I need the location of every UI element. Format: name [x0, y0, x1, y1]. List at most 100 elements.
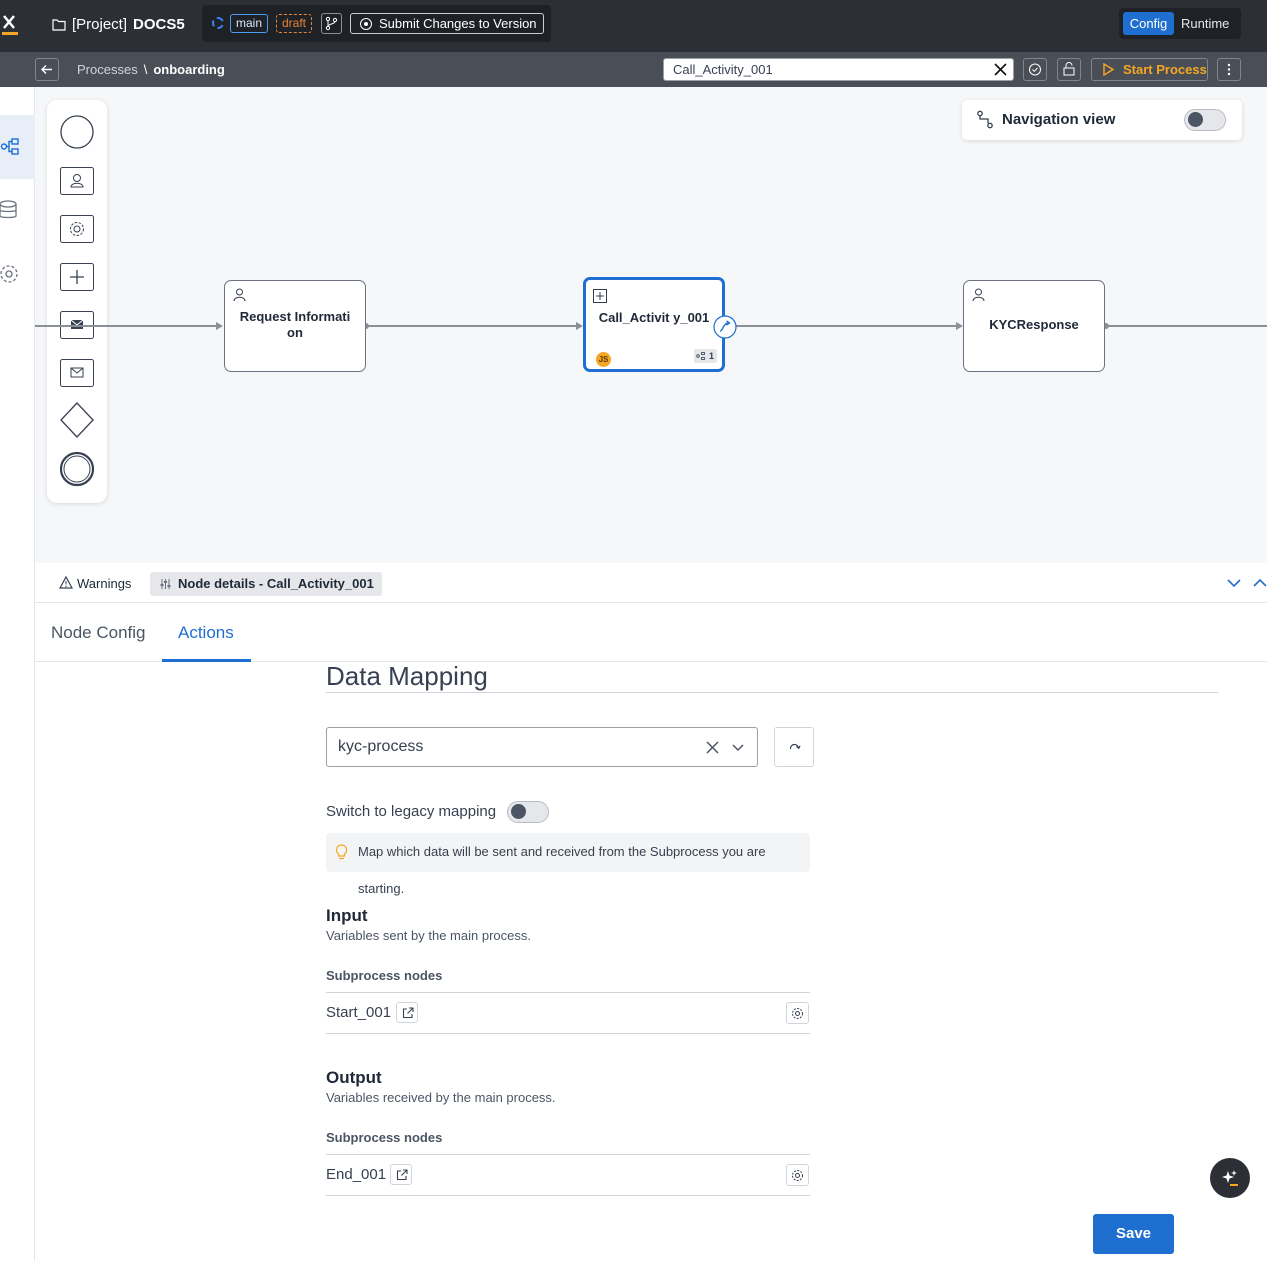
ai-assistant-button[interactable] [1210, 1158, 1250, 1198]
clear-search-icon[interactable] [993, 62, 1008, 77]
mode-switch: Config Runtime [1119, 8, 1241, 39]
process-flow-icon [0, 138, 19, 155]
process-toolbar: Processes\onboarding Call_Activity_001 S… [0, 52, 1267, 87]
breadcrumb-separator: \ [143, 62, 148, 77]
node-kyc-response[interactable]: KYCResponse [963, 280, 1105, 372]
branch-button[interactable] [321, 13, 342, 34]
record-icon [360, 18, 372, 30]
breadcrumb-processes[interactable]: Processes [77, 62, 138, 77]
validate-button[interactable] [1023, 58, 1047, 81]
more-options-button[interactable] [1217, 58, 1241, 81]
submit-label: Submit Changes to Version [379, 16, 537, 31]
chevron-down-icon[interactable] [1226, 577, 1242, 589]
flow-origin-dot [363, 323, 369, 329]
connect-handle-icon[interactable] [713, 315, 737, 339]
start-event-icon[interactable] [60, 114, 94, 150]
sync-spinner-icon [212, 17, 224, 29]
node-request-information[interactable]: Request Informati on [224, 280, 366, 372]
top-bar: [Project] DOCS5 main draft Submit Change… [0, 0, 1267, 52]
warning-triangle-icon [59, 576, 73, 589]
arrow-left-icon [41, 65, 52, 74]
more-vertical-icon [1227, 63, 1231, 76]
project-prefix: [Project] [72, 16, 128, 33]
input-section-subtitle: Variables sent by the main process. [326, 928, 531, 943]
service-task-icon[interactable] [60, 215, 94, 243]
subprocess-select[interactable]: kyc-process [326, 727, 758, 767]
project-title[interactable]: [Project] DOCS5 [52, 16, 185, 33]
node-search-value: Call_Activity_001 [673, 62, 773, 77]
submit-changes-button[interactable]: Submit Changes to Version [350, 13, 544, 34]
details-panel-header: Warnings Node details - Call_Activity_00… [35, 563, 1267, 603]
output-section-title: Output [326, 1068, 382, 1087]
chevron-down-icon[interactable] [731, 742, 745, 753]
element-palette [47, 100, 107, 503]
open-node-button[interactable] [390, 1164, 412, 1185]
subprocess-count-badge: 1 [694, 349, 717, 363]
divider [326, 1195, 810, 1196]
settings-gear-icon[interactable] [0, 264, 20, 284]
data-mapping-title: Data Mapping [326, 661, 488, 691]
gateway-icon[interactable] [60, 402, 94, 438]
tab-actions[interactable]: Actions [178, 623, 234, 642]
open-node-button[interactable] [396, 1002, 418, 1023]
unlock-button[interactable] [1057, 58, 1081, 81]
clear-selection-icon[interactable] [706, 741, 719, 754]
mode-runtime-button[interactable]: Runtime [1181, 16, 1230, 31]
navigation-view-label: Navigation view [1002, 111, 1116, 128]
git-branch-icon [325, 16, 338, 31]
flow-arrowhead [956, 322, 963, 330]
play-icon [1103, 63, 1115, 76]
node-details-tab[interactable]: Node details - Call_Activity_001 [150, 572, 382, 596]
flow-arrowhead [216, 322, 223, 330]
database-icon[interactable] [0, 200, 20, 220]
end-event-icon[interactable] [60, 451, 94, 487]
start-process-button[interactable]: Start Process [1091, 58, 1208, 81]
legacy-mapping-toggle[interactable] [507, 801, 549, 823]
subprocess-icon[interactable] [60, 263, 94, 291]
node-label: Request Informati on [239, 309, 351, 340]
script-js-badge: JS [596, 352, 611, 367]
refresh-button[interactable] [774, 727, 814, 767]
subprocess-select-value: kyc-process [338, 738, 424, 755]
lock-icon [1063, 62, 1075, 76]
back-button[interactable] [35, 58, 59, 81]
node-call-activity[interactable]: Call_Activit y_001 JS 1 [583, 277, 737, 372]
branch-badge[interactable]: main [230, 14, 269, 33]
sequence-flow[interactable] [365, 325, 576, 327]
warnings-tab[interactable]: Warnings [59, 576, 131, 591]
warnings-label: Warnings [77, 576, 132, 591]
process-canvas[interactable]: Navigation view Request Informati on Cal… [35, 87, 1267, 563]
flow-nodes-icon [696, 352, 705, 360]
divider [326, 1033, 810, 1034]
branch-panel: main draft Submit Changes to Version [202, 5, 551, 42]
check-circle-icon [1029, 63, 1041, 76]
sliders-icon [160, 579, 171, 589]
chevron-up-icon[interactable] [1252, 577, 1267, 589]
rail-item-process[interactable] [0, 115, 35, 179]
divider [326, 992, 810, 993]
node-search-input[interactable]: Call_Activity_001 [663, 58, 1014, 81]
sequence-flow[interactable] [35, 325, 216, 327]
app-logo-icon[interactable] [0, 10, 20, 38]
save-button[interactable]: Save [1093, 1214, 1174, 1254]
user-task-icon [233, 288, 246, 302]
sequence-flow[interactable] [1105, 325, 1267, 327]
mapping-hint-text: Map which data will be sent and received… [358, 844, 766, 896]
navigation-view-toggle[interactable] [1184, 109, 1226, 131]
legacy-mapping-label: Switch to legacy mapping [326, 803, 497, 820]
left-rail [0, 87, 35, 1261]
mode-config-button[interactable]: Config [1123, 12, 1174, 35]
gear-icon [792, 1170, 803, 1181]
output-node-settings-button[interactable] [786, 1164, 809, 1186]
sequence-flow[interactable] [735, 325, 956, 327]
lightbulb-icon [335, 844, 348, 860]
input-node-settings-button[interactable] [786, 1002, 809, 1024]
user-task-icon[interactable] [60, 167, 94, 195]
user-task-icon [972, 288, 985, 302]
tab-node-config[interactable]: Node Config [51, 623, 146, 642]
receive-message-icon[interactable] [60, 359, 94, 387]
output-section-subtitle: Variables received by the main process. [326, 1090, 556, 1105]
divider [326, 1154, 810, 1155]
navigation-view-card: Navigation view [962, 100, 1242, 140]
flow-origin-dot [1103, 323, 1109, 329]
